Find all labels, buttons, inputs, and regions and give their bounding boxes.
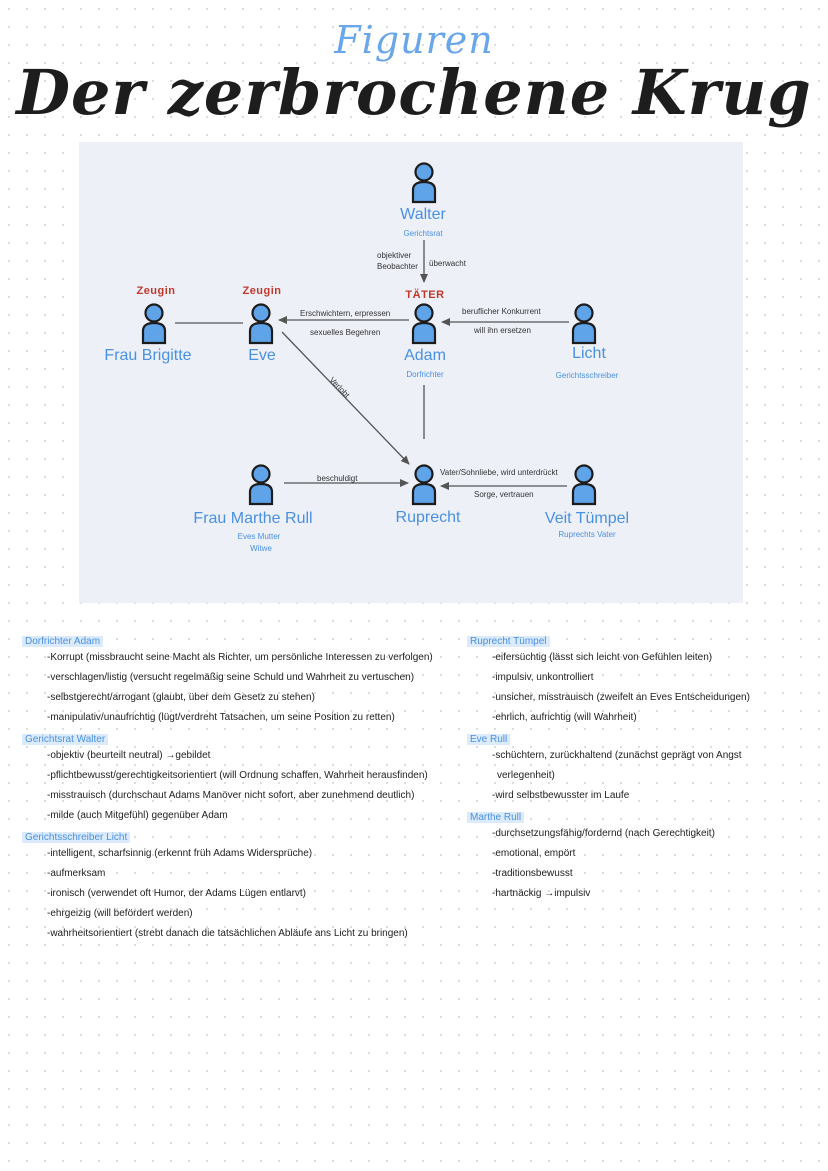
subtitle: Figuren [334,18,494,62]
role-adam: Dorfrichter [406,370,444,379]
note-section-ruprecht: Ruprecht Tümpel -eifersüchtig (lässt sic… [467,634,822,723]
note-item: -ehrlich, aufrichtig (will Wahrheit) [492,712,637,723]
note-section-walter: Gerichtsrat Walter -objektiv (beurteilt … [22,732,462,821]
note-item: -intelligent, scharfsinnig (erkennt früh… [47,848,313,859]
tag-adam: TÄTER [405,289,445,301]
rel-adam-eve-1: Erschwichtern, erpressen [300,309,391,318]
note-item: -traditionsbewusst [492,868,573,879]
name-veit: Veit Tümpel [544,510,630,527]
note-item: -ironisch (verwendet oft Humor, der Adam… [47,888,307,899]
note-item: -objektiv (beurteilt neutral) →gebildet [47,750,211,761]
note-item: -manipulativ/unaufrichtig (lügt/verdreht… [47,712,395,723]
person-icon-walter [411,162,437,204]
note-section-marthe: Marthe Rull -durchsetzungsfähig/fordernd… [467,810,822,899]
rel-marthe-ruprecht: beschuldigt [317,474,358,483]
name-licht: Licht [572,345,606,362]
person-icon-eve [248,303,274,345]
person-icon-licht [571,303,597,345]
note-heading: Gerichtsschreiber Licht [22,832,131,843]
note-item: verlegenheit) [497,770,555,781]
note-heading: Dorfrichter Adam [22,636,104,647]
name-brigitte: Frau Brigitte [104,347,192,364]
note-section-licht: Gerichtsschreiber Licht -intelligent, sc… [22,830,462,939]
role-marthe-mother: Eves Mutter [237,532,281,541]
notes-right-column: Ruprecht Tümpel -eifersüchtig (lässt sic… [467,634,822,908]
name-ruprecht: Ruprecht [395,509,461,526]
note-item: -hartnäckig →impulsiv [492,888,591,899]
diagram-lines [141,162,597,506]
note-item: -unsicher, misstrauisch (zweifelt an Eve… [492,692,750,703]
name-walter: Walter [400,206,446,223]
person-icon-ruprecht [411,464,437,506]
name-adam: Adam [404,347,446,364]
person-icon-marthe [248,464,274,506]
person-icon-adam [411,303,437,345]
note-item: -wahrheitsorientiert (strebt danach die … [47,928,408,939]
note-heading: Eve Rull [467,734,511,745]
rel-veit-ruprecht-2: Sorge, vertrauen [474,490,534,499]
notes-left-column: Dorfrichter Adam -Korrupt (missbraucht s… [22,634,462,948]
note-item: -milde (auch Mitgefühl) gegenüber Adam [47,810,228,821]
role-marthe-widow: Witwe [250,544,272,553]
rel-licht-adam-1: beruflicher Konkurrent [462,307,541,316]
note-section-eve: Eve Rull -schüchtern, zurückhaltend (zun… [467,732,822,801]
note-item: -schüchtern, zurückhaltend (zunächst gep… [492,750,742,761]
note-item: -emotional, empört [492,848,576,859]
note-item: -ehrgeizig (will befördert werden) [47,908,193,919]
note-section-adam: Dorfrichter Adam -Korrupt (missbraucht s… [22,634,462,723]
note-item: -misstrauisch (durchschaut Adams Manöver… [47,790,415,801]
note-heading: Marthe Rull [467,812,525,823]
person-icon-brigitte [141,303,167,345]
line-eve-ruprecht [281,331,410,465]
role-veit: Ruprechts Vater [558,530,616,539]
rel-licht-adam-2: will ihn ersetzen [474,326,531,335]
note-item: -eifersüchtig (lässt sich leicht von Gef… [492,652,713,663]
person-icon-veit [571,464,597,506]
tag-brigitte: Zeugin [136,285,176,297]
role-licht: Gerichtsschreiber [555,371,619,380]
note-item: -pflichtbewusst/gerechtigkeitsorientiert… [47,770,428,781]
note-heading: Gerichtsrat Walter [22,734,109,745]
rel-veit-ruprecht-1: Vater/Sohnliebe, wird unterdrückt [440,468,558,477]
tag-eve: Zeugin [242,285,282,297]
note-item: -verschlagen/listig (versucht regelmäßig… [47,672,415,683]
rel-walter-adam-2: Beobachter [377,262,418,271]
name-marthe: Frau Marthe Rull [193,510,313,527]
page-title: Der zerbrochene Krug [16,56,812,129]
rel-adam-eve-2: sexuelles Begehren [310,328,381,337]
name-eve: Eve [248,347,276,364]
rel-walter-adam-1: objektiver [377,251,412,260]
note-item: -Korrupt (missbraucht seine Macht als Ri… [47,652,433,663]
note-heading: Ruprecht Tümpel [467,636,550,647]
rel-walter-adam-3: überwacht [429,259,466,268]
note-item: -durchsetzungsfähig/fordernd (nach Gerec… [492,828,715,839]
note-item: -wird selbstbewusster im Laufe [492,790,630,801]
role-walter: Gerichtsrat [403,229,443,238]
note-item: -aufmerksam [47,868,106,879]
character-diagram: Walter Gerichtsrat TÄTER Adam Dorfrichte… [79,142,743,603]
note-item: -impulsiv, unkontrolliert [492,672,594,683]
note-item: -selbstgerecht/arrogant (glaubt, über de… [47,692,315,703]
